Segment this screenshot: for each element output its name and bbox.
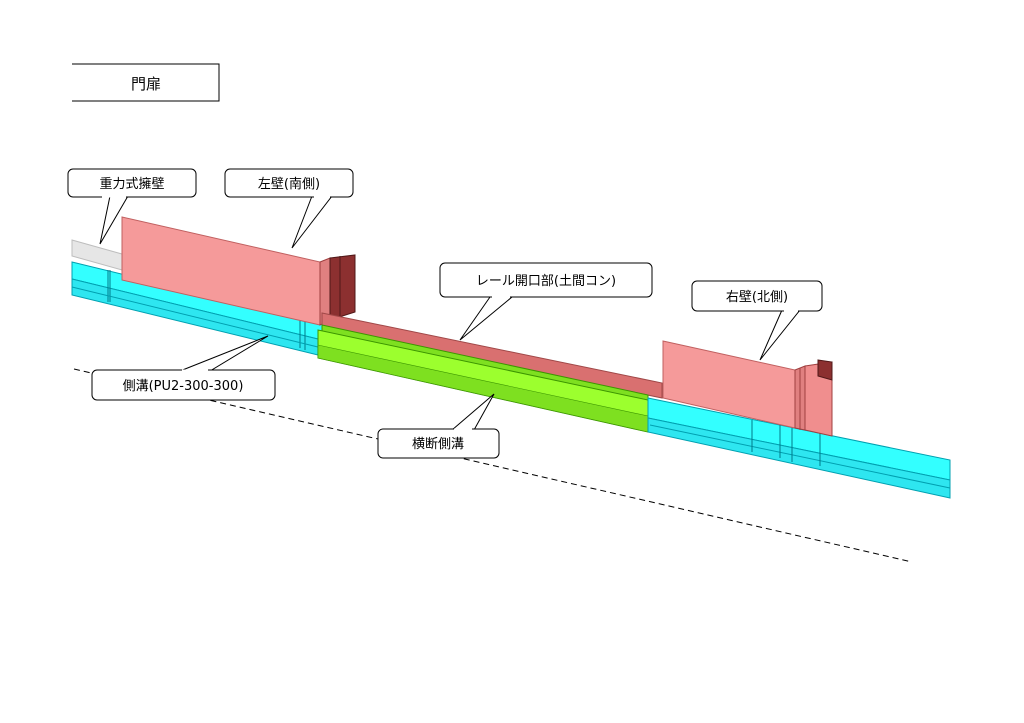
- rail-opening: [321, 312, 663, 399]
- left-wall: [121, 216, 356, 326]
- title-box: 門扉: [72, 63, 220, 102]
- callout-side-ditch: 側溝(PU2-300-300): [91, 335, 276, 401]
- callout-retaining-wall: 重力式擁壁: [67, 168, 197, 245]
- callout-rail-opening: レール開口部(土間コン): [439, 262, 653, 341]
- callout-right-wall: 右壁(北側): [691, 280, 823, 361]
- callout-cross-ditch: 横断側溝: [377, 393, 500, 459]
- label-right-wall: 右壁(北側): [726, 290, 788, 305]
- label-cross-ditch: 横断側溝: [412, 437, 464, 452]
- label-rail-opening: レール開口部(土間コン): [476, 274, 616, 289]
- label-side-ditch: 側溝(PU2-300-300): [123, 379, 244, 394]
- title-text: 門扉: [131, 75, 161, 93]
- callout-left-wall: 左壁(南側): [224, 168, 354, 249]
- label-retaining-wall: 重力式擁壁: [99, 176, 164, 192]
- cross-ditch: [317, 324, 649, 433]
- reference-line: [73, 368, 913, 563]
- label-left-wall: 左壁(南側): [258, 176, 320, 192]
- right-wall: [662, 340, 833, 437]
- side-ditch-right: [647, 397, 951, 499]
